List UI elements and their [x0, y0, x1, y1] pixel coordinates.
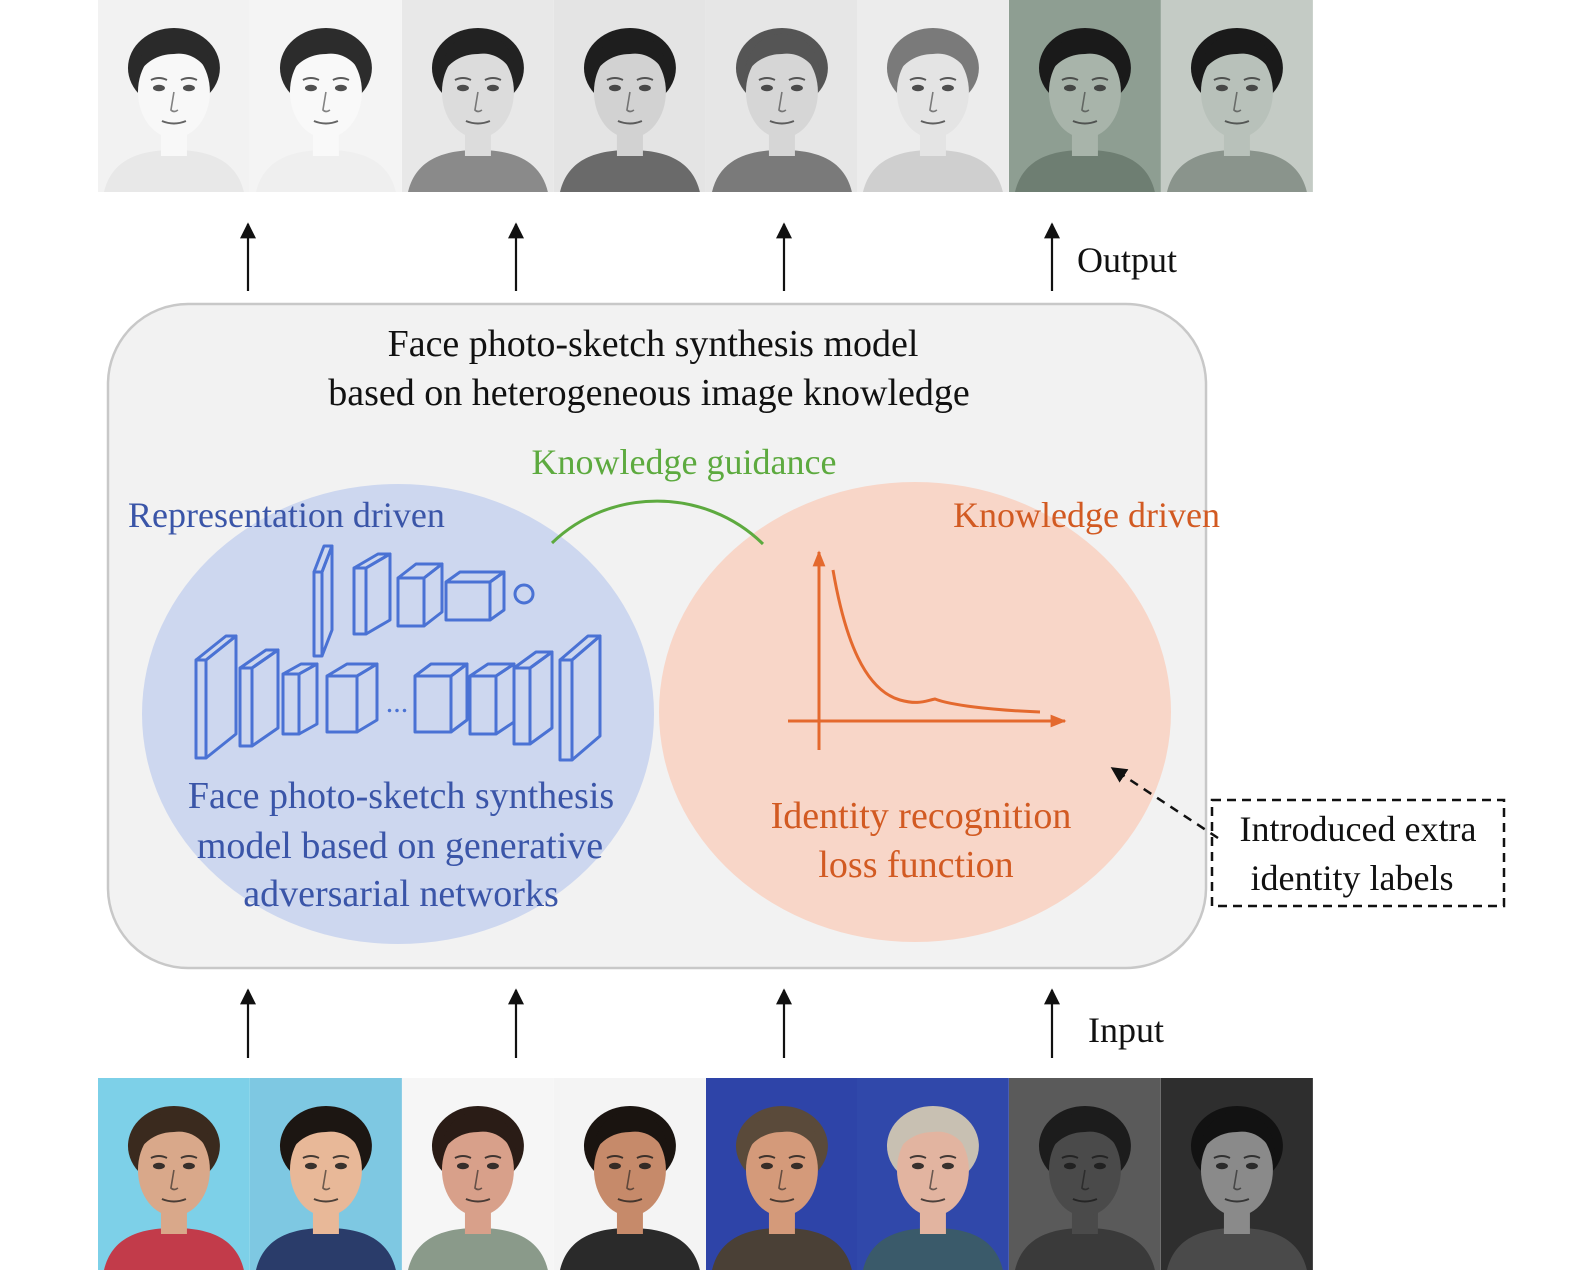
network-block-top-4	[444, 570, 506, 622]
model-title-line1: Face photo-sketch synthesis model	[388, 323, 919, 365]
photo-face-4	[553, 1078, 706, 1270]
network-block-bottom-8	[558, 634, 602, 762]
gan-label-line1: Face photo-sketch synthesis	[188, 775, 614, 817]
network-block-top-1	[312, 544, 334, 658]
knowledge-circle	[659, 482, 1171, 942]
network-ellipsis: ...	[386, 686, 409, 719]
input-label: Input	[1088, 1010, 1164, 1050]
network-block-bottom-3	[281, 662, 319, 736]
photo-face-1	[98, 1078, 250, 1270]
sketch-face-5	[705, 0, 858, 192]
knowledge-guidance-label: Knowledge guidance	[532, 442, 837, 482]
network-block-bottom-4	[325, 662, 379, 734]
network-block-bottom-6	[468, 662, 516, 736]
identity-loss-line2: loss function	[818, 844, 1013, 886]
network-output-node	[513, 583, 535, 605]
model-title-line2: based on heterogeneous image knowledge	[328, 372, 970, 414]
sketch-face-4	[553, 0, 706, 192]
photo-face-5	[705, 1078, 858, 1270]
extra-labels-arrow	[1110, 766, 1219, 840]
extra-labels-line1: Introduced extra	[1240, 809, 1477, 849]
gan-label-line3: adversarial networks	[243, 873, 559, 915]
sketch-face-6	[857, 0, 1010, 192]
output-arrows	[240, 222, 1060, 291]
network-block-top-2	[352, 552, 392, 636]
identity-loss-line1: Identity recognition	[771, 795, 1072, 837]
representation-circle	[142, 484, 654, 944]
input-arrows	[240, 988, 1060, 1058]
photo-face-7	[1009, 1078, 1162, 1270]
sketch-face-1	[98, 0, 250, 192]
network-block-top-3	[396, 562, 444, 628]
photo-row	[98, 1078, 1313, 1270]
sketch-face-3	[401, 0, 554, 192]
photo-face-6	[857, 1078, 1010, 1270]
photo-face-3	[401, 1078, 554, 1270]
extra-labels-line2: identity labels	[1251, 858, 1454, 898]
photo-face-2	[249, 1078, 402, 1270]
sketch-face-8	[1161, 0, 1313, 192]
gan-label-line2: model based on generative	[197, 825, 603, 867]
network-block-bottom-7	[512, 650, 554, 746]
network-block-bottom-1	[194, 634, 238, 760]
knowledge-driven-label: Knowledge driven	[953, 495, 1220, 535]
knowledge-guidance-arc	[550, 499, 765, 546]
representation-driven-label: Representation driven	[128, 495, 445, 535]
output-label: Output	[1077, 240, 1177, 280]
network-block-bottom-2	[238, 648, 280, 748]
sketch-face-2	[249, 0, 402, 192]
extra-labels-box	[1210, 798, 1506, 908]
loss-plot	[788, 550, 1067, 750]
network-block-bottom-5	[413, 662, 469, 734]
model-box	[106, 302, 1208, 970]
photo-face-8	[1161, 1078, 1313, 1270]
loss-curve	[831, 569, 1041, 714]
sketch-face-7	[1009, 0, 1162, 192]
network-illustration	[194, 544, 602, 762]
sketch-row	[98, 0, 1313, 192]
